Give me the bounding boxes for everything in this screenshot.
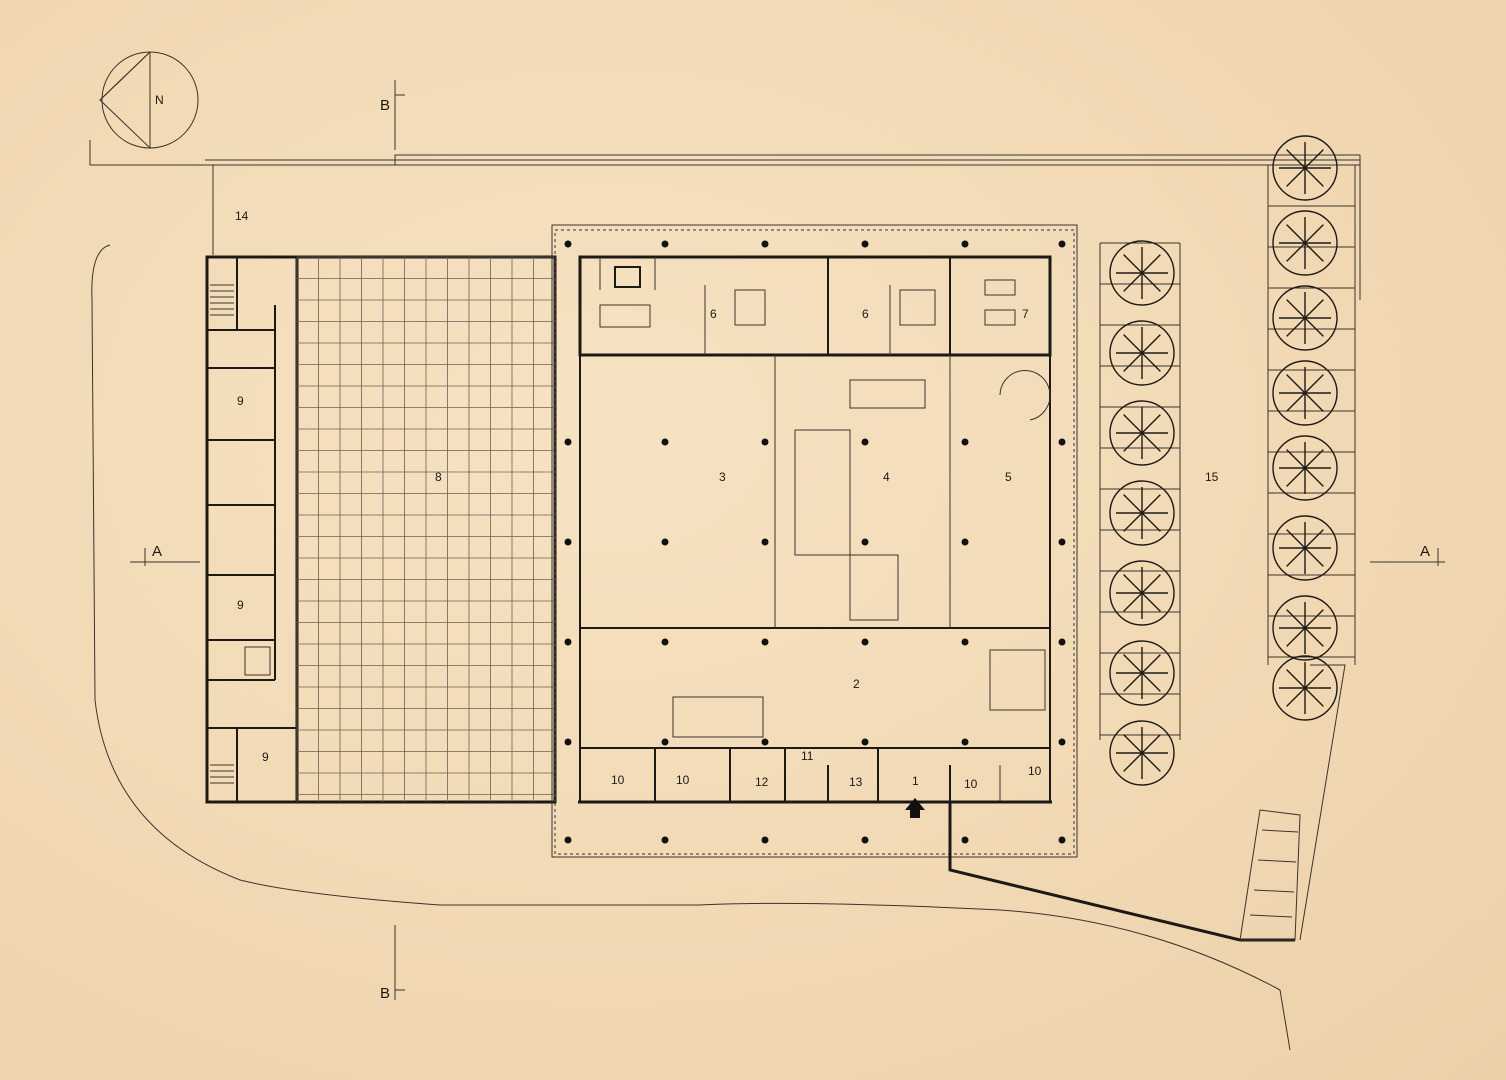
column <box>861 836 869 844</box>
tree-icon <box>1109 640 1175 706</box>
column <box>661 738 669 746</box>
column <box>661 836 669 844</box>
tree-icon <box>1109 560 1175 626</box>
section-marker-a-right: A <box>1370 543 1445 566</box>
column <box>961 538 969 546</box>
hall-8-grid <box>295 255 557 804</box>
room-10a-label: 10 <box>611 773 625 787</box>
room-12-label: 12 <box>755 775 769 789</box>
room-13-label: 13 <box>849 775 863 789</box>
room-5-label: 5 <box>1005 470 1012 484</box>
column <box>761 240 769 248</box>
tree-icon <box>1272 135 1338 201</box>
room-4-label: 4 <box>883 470 890 484</box>
tree-icon <box>1272 285 1338 351</box>
tree-icon <box>1109 240 1175 306</box>
section-b-bottom-label: B <box>380 985 390 1002</box>
column <box>1058 240 1066 248</box>
tree-icon <box>1109 320 1175 386</box>
tree-icon <box>1272 360 1338 426</box>
column <box>1058 438 1066 446</box>
section-marker-a-left: A <box>130 543 200 566</box>
room-11-label: 11 <box>801 749 814 763</box>
room-1-label: 1 <box>912 774 919 788</box>
column <box>761 738 769 746</box>
column <box>961 638 969 646</box>
main-building <box>551 224 1295 942</box>
section-a-right-label: A <box>1420 543 1430 560</box>
column <box>661 638 669 646</box>
site-boundary <box>89 140 1361 1051</box>
tree-icon <box>1272 435 1338 501</box>
column <box>961 240 969 248</box>
room-10c-label: 10 <box>964 777 978 791</box>
column <box>961 738 969 746</box>
room-9b-label: 9 <box>237 598 244 612</box>
room-3-label: 3 <box>719 470 726 484</box>
room-10d-label: 10 <box>1028 764 1042 778</box>
room-labels: 1 2 3 4 5 6 6 7 8 9 9 9 10 10 10 10 11 1… <box>235 209 1219 791</box>
room-10b-label: 10 <box>676 773 690 787</box>
column <box>1058 638 1066 646</box>
column <box>661 240 669 248</box>
column <box>661 438 669 446</box>
exterior-stair <box>1239 664 1346 941</box>
column <box>1058 538 1066 546</box>
column <box>761 538 769 546</box>
left-wing <box>205 255 299 804</box>
room-7-label: 7 <box>1022 307 1029 321</box>
column <box>1058 738 1066 746</box>
column <box>961 438 969 446</box>
column <box>564 438 572 446</box>
column <box>564 538 572 546</box>
tree-icon <box>1272 515 1338 581</box>
column <box>761 638 769 646</box>
room-6b-label: 6 <box>862 307 869 321</box>
column <box>861 538 869 546</box>
column <box>961 836 969 844</box>
column <box>564 738 572 746</box>
column <box>761 836 769 844</box>
north-label: N <box>155 93 164 107</box>
section-b-top-label: B <box>380 97 390 114</box>
column <box>564 638 572 646</box>
tree-icon <box>1109 480 1175 546</box>
column <box>861 738 869 746</box>
column <box>564 836 572 844</box>
column <box>861 638 869 646</box>
section-a-left-label: A <box>152 543 162 560</box>
room-9a-label: 9 <box>237 394 244 408</box>
room-9c-label: 9 <box>262 750 269 764</box>
room-8-label: 8 <box>435 470 442 484</box>
column <box>564 240 572 248</box>
room-2-label: 2 <box>853 677 860 691</box>
room-14-label: 14 <box>235 209 249 223</box>
parking-area <box>1099 135 1356 786</box>
room-15-label: 15 <box>1205 470 1219 484</box>
column <box>1058 836 1066 844</box>
tree-icon <box>1272 655 1338 721</box>
tree-icon <box>1109 400 1175 466</box>
tree-icon <box>1109 720 1175 786</box>
column <box>861 240 869 248</box>
room-6a-label: 6 <box>710 307 717 321</box>
tree-icon <box>1272 210 1338 276</box>
tree-icon <box>1272 595 1338 661</box>
section-marker-b-bottom: B <box>380 925 405 1002</box>
north-arrow-icon: N <box>99 51 199 150</box>
column <box>861 438 869 446</box>
column <box>661 538 669 546</box>
section-marker-b-top: B <box>380 80 405 150</box>
column <box>761 438 769 446</box>
